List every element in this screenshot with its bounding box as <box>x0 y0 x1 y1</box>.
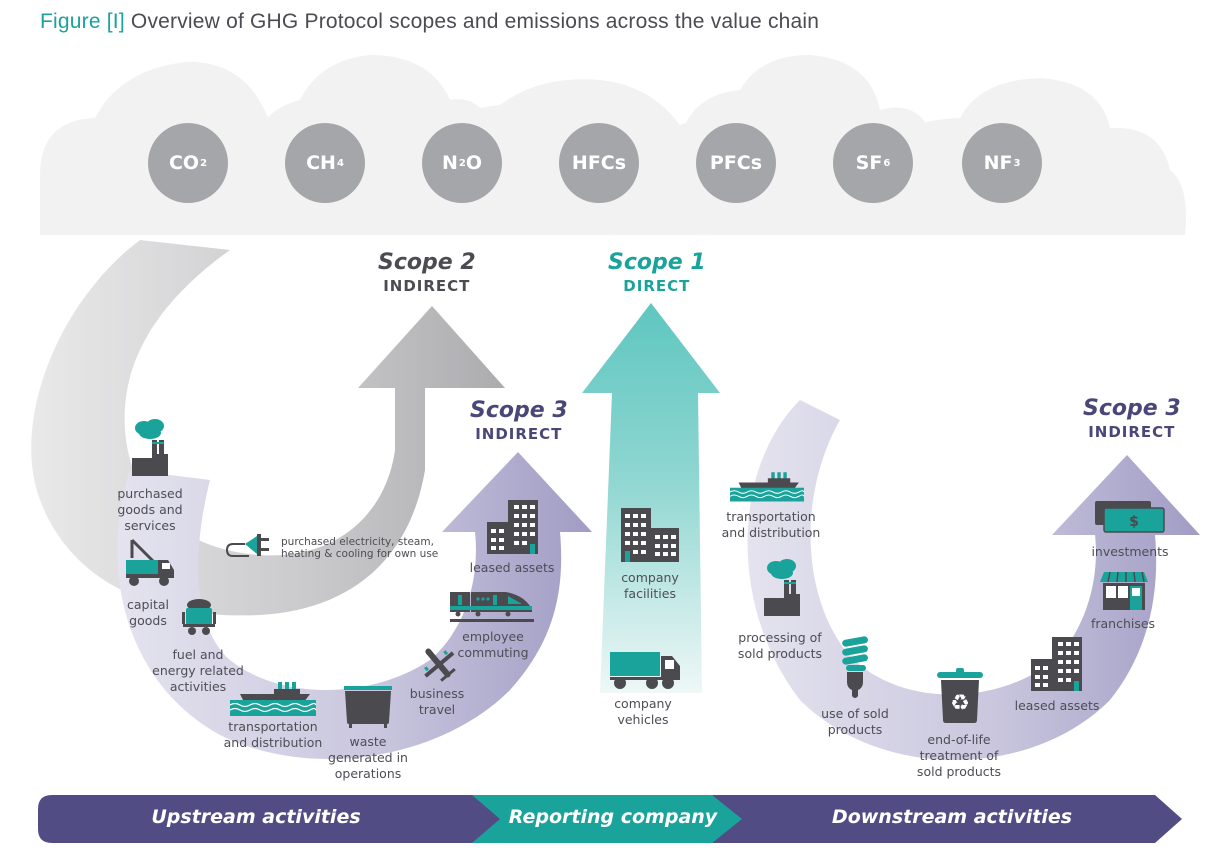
gas-pfcs: PFCs <box>696 123 776 203</box>
building-icon <box>621 508 679 562</box>
figure-title-text: Overview of GHG Protocol scopes and emis… <box>130 10 820 33</box>
factory-icon <box>132 419 168 476</box>
svg-text:$: $ <box>1129 514 1139 530</box>
factory-icon <box>764 559 800 616</box>
truck-icon <box>610 652 680 689</box>
value-chain-band <box>38 795 1182 843</box>
scope3-upstream-heading: Scope 3 INDIRECT <box>470 398 568 443</box>
band-reporting-segment <box>472 795 742 843</box>
train-icon <box>450 592 534 622</box>
building-icon <box>487 500 538 554</box>
plug-icon <box>225 534 269 557</box>
figure-label: Figure [I] <box>40 10 125 33</box>
scope3-upstream-arrow <box>117 452 592 760</box>
band-upstream-segment <box>38 795 505 843</box>
label-franchises: franchises <box>1090 616 1156 631</box>
gas-hfcs: HFCs <box>559 123 639 203</box>
scope1-heading: Scope 1 DIRECT <box>608 250 706 295</box>
label-upstream-leased-assets: leased assets <box>469 560 555 575</box>
storefront-icon <box>1100 572 1148 610</box>
scope1-arrow <box>582 303 720 693</box>
scope3-downstream-heading: Scope 3 INDIRECT <box>1083 396 1181 441</box>
band-downstream-segment <box>712 795 1182 843</box>
money-icon: $ <box>1095 501 1165 533</box>
ship-icon <box>230 682 316 716</box>
scope2-heading: Scope 2 INDIRECT <box>378 250 476 295</box>
building-icon <box>1031 637 1082 691</box>
band-downstream-label: Downstream activities <box>831 806 1073 828</box>
coal-cart-icon <box>182 599 216 635</box>
svg-text:♻: ♻ <box>950 691 970 716</box>
band-upstream-label: Upstream activities <box>151 806 361 828</box>
waste-bin-icon <box>344 686 392 728</box>
airplane-icon <box>424 648 456 682</box>
light-bulb-icon <box>842 636 868 698</box>
band-reporting-label: Reporting company <box>508 806 718 828</box>
crane-truck-icon <box>126 538 174 586</box>
label-purchased-electricity: purchased electricity, steam,heating & c… <box>281 536 439 560</box>
ship-icon <box>730 472 804 502</box>
label-investments: investments <box>1091 544 1169 559</box>
figure-title: Figure [I] Overview of GHG Protocol scop… <box>40 10 819 34</box>
label-downstream-leased-assets: leased assets <box>1014 698 1100 713</box>
recycle-bin-icon: ♻ <box>937 668 983 723</box>
